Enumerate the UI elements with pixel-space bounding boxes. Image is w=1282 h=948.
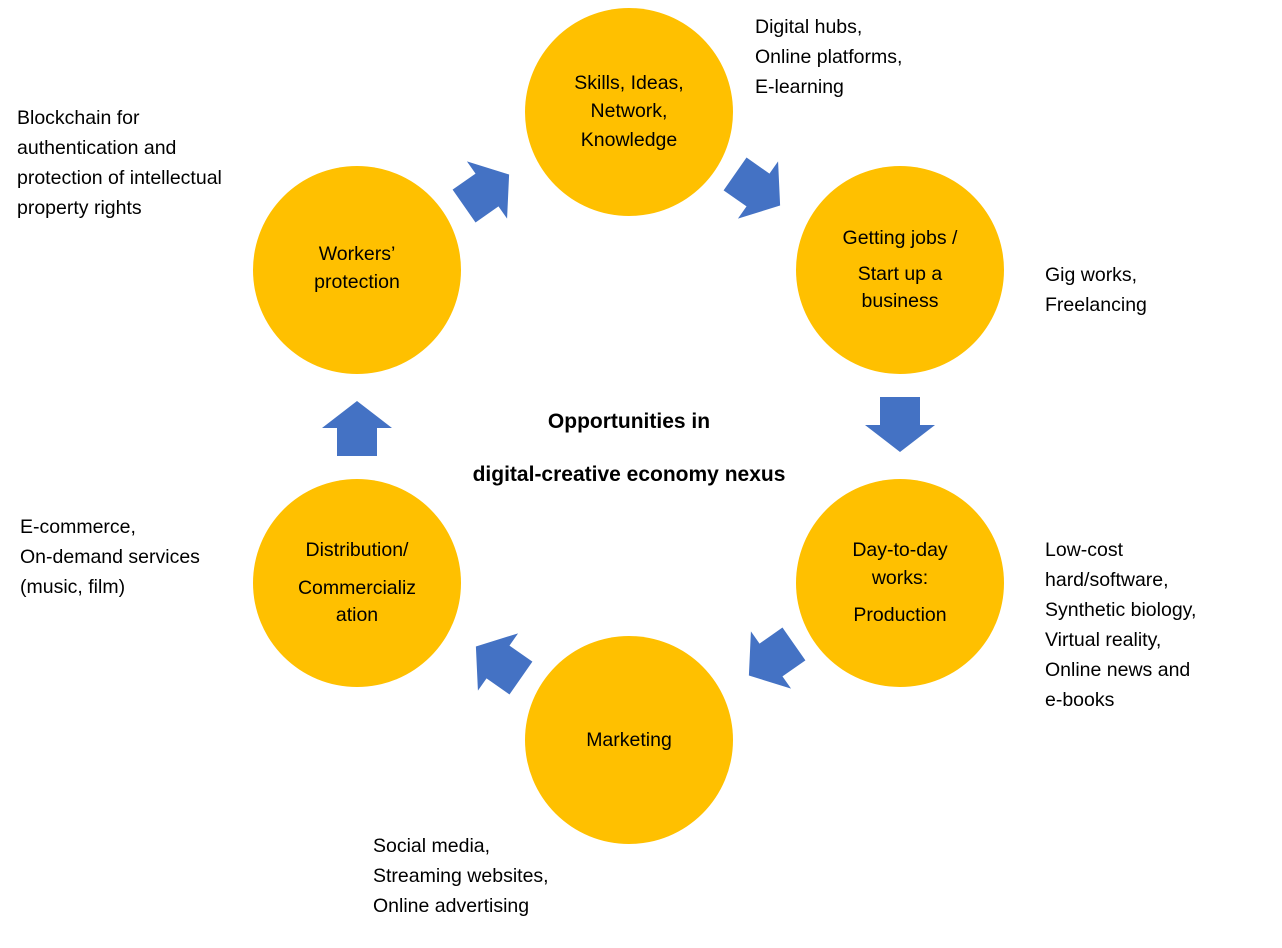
circle-label: Marketing <box>586 729 672 751</box>
note-line: protection of intellectual <box>17 167 222 189</box>
note-line: Virtual reality, <box>1045 629 1162 651</box>
note-line: Low-cost <box>1045 539 1124 561</box>
circle-label: Distribution/ <box>305 539 409 561</box>
circle-production <box>796 479 1004 687</box>
circle-protection <box>253 166 461 374</box>
circle-distribution <box>253 479 461 687</box>
circle-label: Network, <box>590 100 668 122</box>
note-line: Streaming websites, <box>373 865 549 887</box>
arrow-marketing-to-distribution <box>475 633 533 695</box>
arrow-protection-to-skills <box>452 161 510 223</box>
circle-label: Commercializ <box>297 577 417 599</box>
circle-label: ation <box>335 604 379 626</box>
note-protection: Blockchain for authentication and protec… <box>17 103 222 223</box>
circle-skills <box>525 8 733 216</box>
arrow-jobs-to-production <box>865 397 935 452</box>
note-line: hard/software, <box>1045 569 1169 591</box>
note-line: On-demand services <box>20 546 200 568</box>
circle-label: Start up a <box>857 263 943 285</box>
note-line: Gig works, <box>1045 264 1138 286</box>
diagram-title-line1: Opportunities in <box>547 410 711 433</box>
circle-marketing <box>525 636 733 844</box>
diagram-title-line2: digital-creative economy nexus <box>472 463 786 486</box>
note-line: Digital hubs, <box>755 16 863 38</box>
note-jobs: Gig works, Freelancing <box>1045 260 1147 320</box>
note-line: E-commerce, <box>20 516 136 538</box>
note-marketing: Social media, Streaming websites, Online… <box>373 831 549 921</box>
note-skills: Digital hubs, Online platforms, E-learni… <box>755 12 902 102</box>
note-line: Online platforms, <box>755 46 903 68</box>
note-line: Blockchain for <box>17 107 140 129</box>
circle-label: business <box>861 290 939 312</box>
note-line: property rights <box>17 197 142 219</box>
note-line: (music, film) <box>20 576 126 598</box>
circle-label: Knowledge <box>580 129 678 151</box>
circle-label: Workers’ <box>318 243 396 265</box>
note-distribution: E-commerce, On-demand services (music, f… <box>20 512 200 602</box>
note-line: Synthetic biology, <box>1045 599 1197 621</box>
note-line: Freelancing <box>1045 294 1147 316</box>
circle-label: Getting jobs / <box>842 227 958 249</box>
circle-label: protection <box>314 271 400 293</box>
note-line: Social media, <box>373 835 491 857</box>
circle-jobs <box>796 166 1004 374</box>
note-line: e-books <box>1045 689 1115 711</box>
circle-label: works: <box>871 567 929 589</box>
arrow-skills-to-jobs <box>723 157 781 219</box>
circle-label: Skills, Ideas, <box>574 72 684 94</box>
arrow-distribution-to-protection <box>322 401 392 456</box>
note-line: Online news and <box>1045 659 1191 681</box>
circle-label: Production <box>853 604 947 626</box>
note-line: E-learning <box>755 76 844 98</box>
arrow-production-to-marketing <box>748 627 806 689</box>
note-production: Low-cost hard/software, Synthetic biolog… <box>1045 535 1196 715</box>
note-line: authentication and <box>17 137 177 159</box>
circle-label: Day-to-day <box>852 539 948 561</box>
note-line: Online advertising <box>373 895 530 917</box>
